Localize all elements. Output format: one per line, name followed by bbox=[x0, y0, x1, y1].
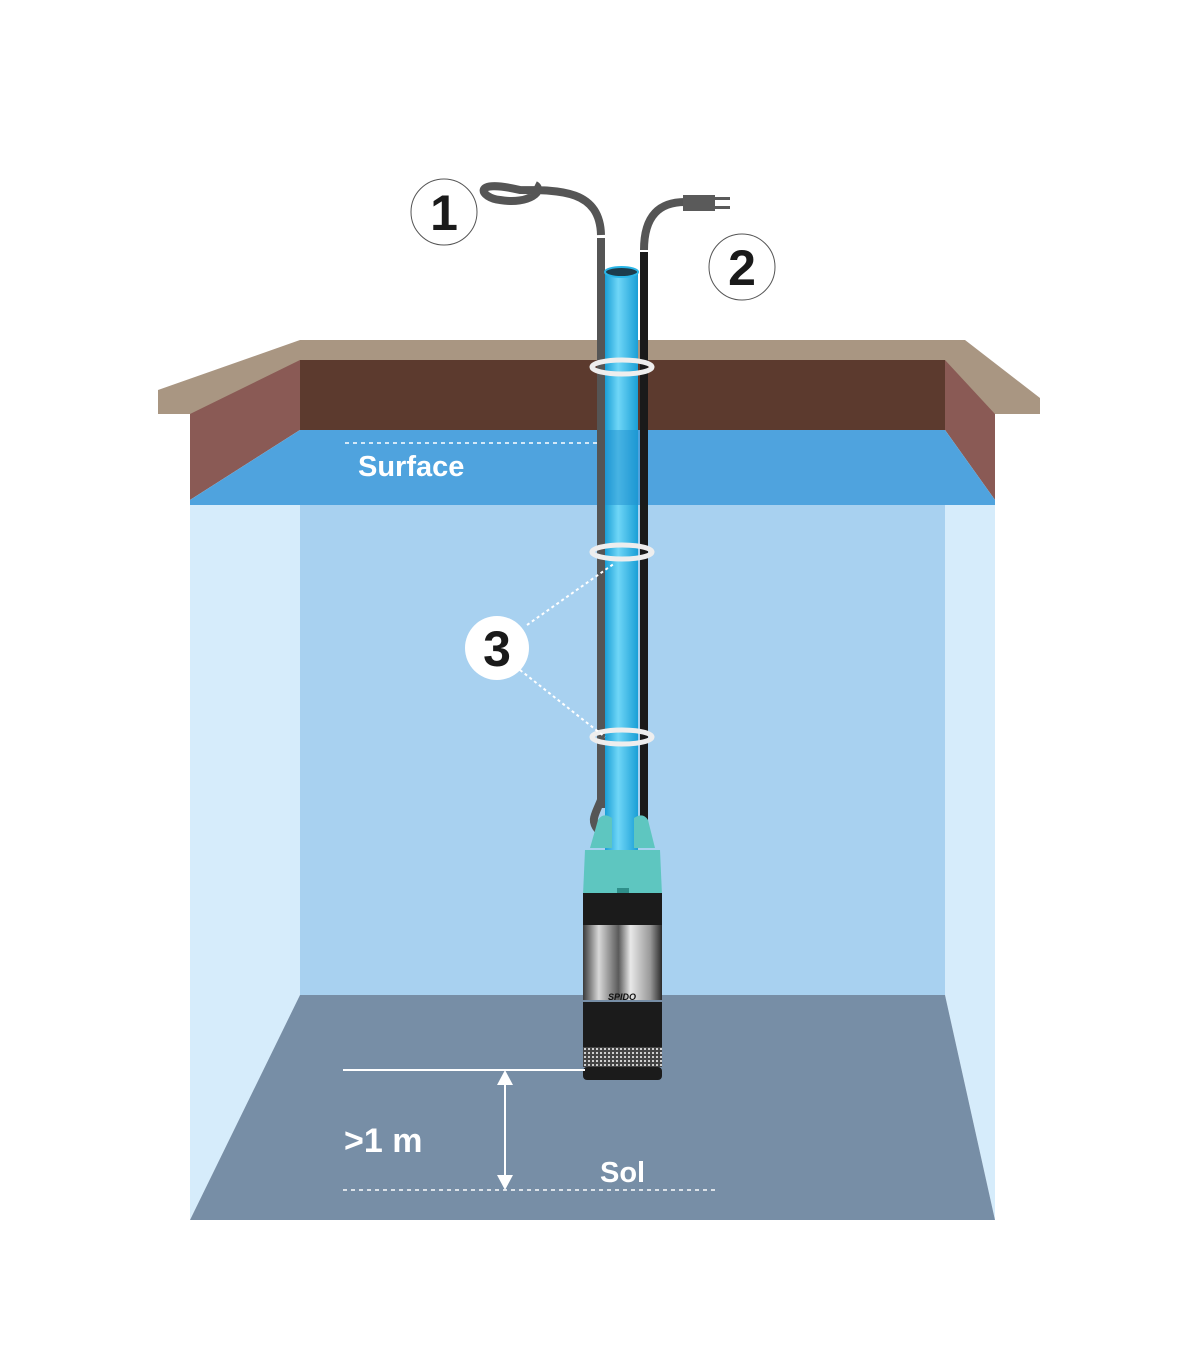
discharge-pipe bbox=[605, 272, 638, 857]
plug-icon bbox=[683, 195, 730, 211]
ground-right-wall bbox=[945, 360, 995, 500]
water-right-wall bbox=[945, 430, 995, 1220]
callout-1-circle bbox=[410, 178, 478, 246]
pipe-opening bbox=[604, 266, 639, 278]
well-floor bbox=[190, 995, 995, 1220]
callout-2-circle bbox=[708, 233, 776, 301]
cable-clamps bbox=[589, 357, 655, 747]
callout-1-number: 1 bbox=[430, 185, 458, 241]
brand-logo: SPIDO bbox=[608, 992, 636, 1002]
power-cable-icon bbox=[640, 198, 686, 251]
clamp bbox=[589, 357, 655, 377]
ground-left-wall bbox=[190, 360, 300, 500]
distance-arrow-icon bbox=[497, 1070, 513, 1190]
water-surface-band bbox=[190, 430, 995, 505]
submersible-pump: SPIDO bbox=[583, 815, 662, 1080]
clamp bbox=[589, 542, 655, 562]
callout-3-circle bbox=[465, 616, 529, 680]
power-cable bbox=[640, 252, 648, 822]
clamp bbox=[589, 727, 655, 747]
callout-3-line-lower bbox=[519, 669, 606, 738]
float-cable-icon bbox=[479, 181, 605, 236]
water-left-wall bbox=[190, 430, 300, 1220]
float-cable bbox=[597, 238, 605, 808]
pipe-underwater-tint bbox=[605, 430, 638, 505]
min-distance-label: >1 m bbox=[344, 1122, 422, 1160]
floor-label: Sol bbox=[600, 1157, 645, 1189]
callout-2-number: 2 bbox=[728, 240, 756, 296]
surface-label: Surface bbox=[358, 451, 464, 483]
callout-3-number: 3 bbox=[483, 621, 511, 677]
